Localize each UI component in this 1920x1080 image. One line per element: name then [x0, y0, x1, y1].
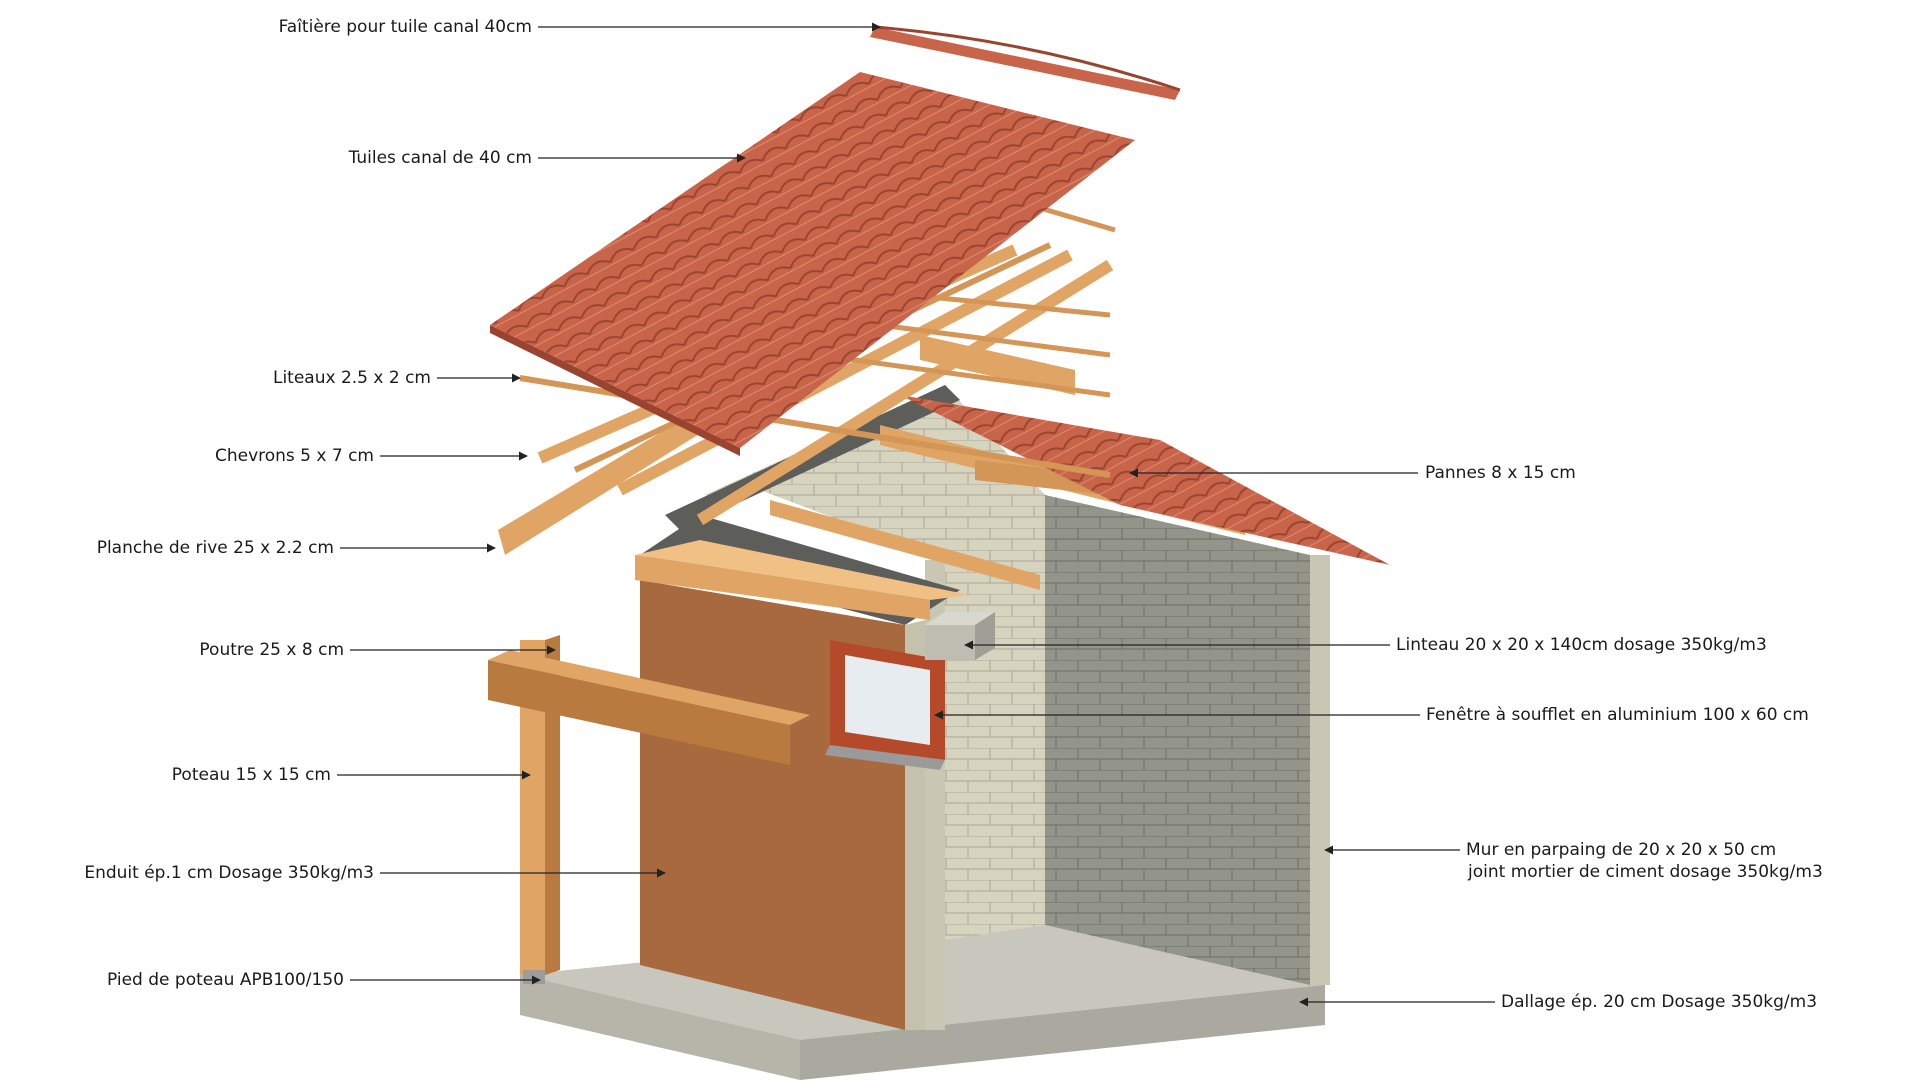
block-wall-icon	[705, 385, 1330, 1030]
label-dallage: Dallage ép. 20 cm Dosage 350kg/m3	[1501, 992, 1818, 1012]
label-linteau: Linteau 20 x 20 x 140cm dosage 350kg/m3	[1396, 635, 1767, 655]
post-icon	[520, 635, 560, 975]
leader-lines	[337, 22, 1495, 1007]
label-mur-line2: joint mortier de ciment dosage 350kg/m3	[1468, 862, 1823, 882]
label-poteau: Poteau 15 x 15 cm	[171, 765, 331, 785]
render-wall-icon	[640, 580, 925, 1030]
label-mur-line1: Mur en parpaing de 20 x 20 x 50 cm	[1466, 840, 1777, 860]
window-icon	[825, 640, 945, 770]
ridge-tile-icon	[870, 25, 1181, 100]
label-pied: Pied de poteau APB100/150	[107, 970, 344, 990]
label-faitiere: Faîtière pour tuile canal 40cm	[278, 17, 532, 37]
label-enduit: Enduit ép.1 cm Dosage 350kg/m3	[84, 863, 374, 883]
label-planche: Planche de rive 25 x 2.2 cm	[96, 538, 334, 558]
label-tuiles: Tuiles canal de 40 cm	[348, 148, 532, 168]
label-liteaux: Liteaux 2.5 x 2 cm	[272, 368, 431, 388]
label-fenetre: Fenêtre à soufflet en aluminium 100 x 60…	[1426, 705, 1809, 725]
roof-tiles-icon	[490, 72, 1135, 456]
label-chevrons: Chevrons 5 x 7 cm	[214, 446, 374, 466]
label-poutre: Poutre 25 x 8 cm	[199, 640, 344, 660]
beam-icon	[488, 650, 810, 765]
lintel-icon	[925, 612, 995, 660]
label-pannes: Pannes 8 x 15 cm	[1425, 463, 1576, 483]
post-base-icon	[523, 970, 545, 984]
